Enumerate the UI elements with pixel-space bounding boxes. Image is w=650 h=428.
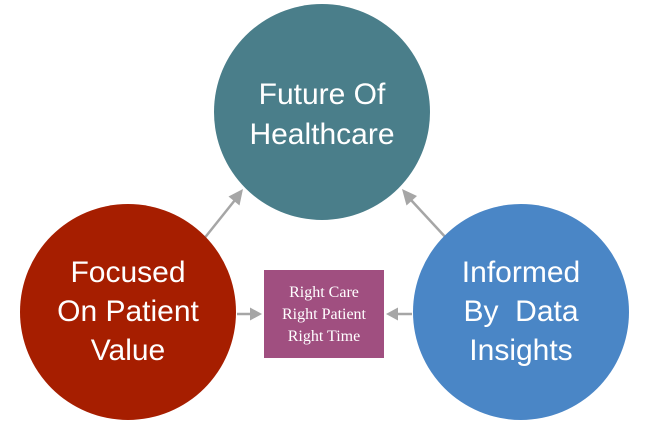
future-label-line-2: Healthcare (249, 118, 394, 151)
arrowhead-informed-to-center (386, 307, 398, 321)
node-focused-on-patient-value: Focused On Patient Value (20, 204, 236, 420)
arrowhead-focused-to-center (250, 307, 262, 321)
center-box-background (264, 270, 384, 358)
connectors (202, 189, 449, 321)
informed-circle (413, 204, 629, 420)
arrowhead-informed-to-future (402, 189, 417, 206)
informed-label-line-1: Informed (462, 256, 580, 289)
focused-label-line-3: Value (91, 334, 166, 367)
arrowhead-focused-to-future (228, 189, 243, 206)
future-label-line-1: Future Of (259, 78, 386, 111)
arrow-informed-to-future (410, 199, 449, 241)
center-box-line-2: Right Patient (282, 306, 367, 323)
focused-label-line-1: Focused (70, 256, 185, 289)
focused-label-line-2: On Patient (57, 295, 199, 328)
node-future-of-healthcare: Future Of Healthcare (214, 4, 430, 220)
center-box: Right Care Right Patient Right Time (264, 270, 384, 358)
node-informed-by-data-insights: Informed By Data Insights (413, 204, 629, 420)
arrow-focused-to-future (202, 199, 236, 241)
focused-circle (20, 204, 236, 420)
informed-label-line-2: By Data (463, 295, 578, 328)
center-box-line-3: Right Time (288, 328, 360, 345)
future-circle (214, 4, 430, 220)
center-box-line-1: Right Care (289, 284, 359, 301)
informed-label-line-3: Insights (469, 334, 572, 367)
